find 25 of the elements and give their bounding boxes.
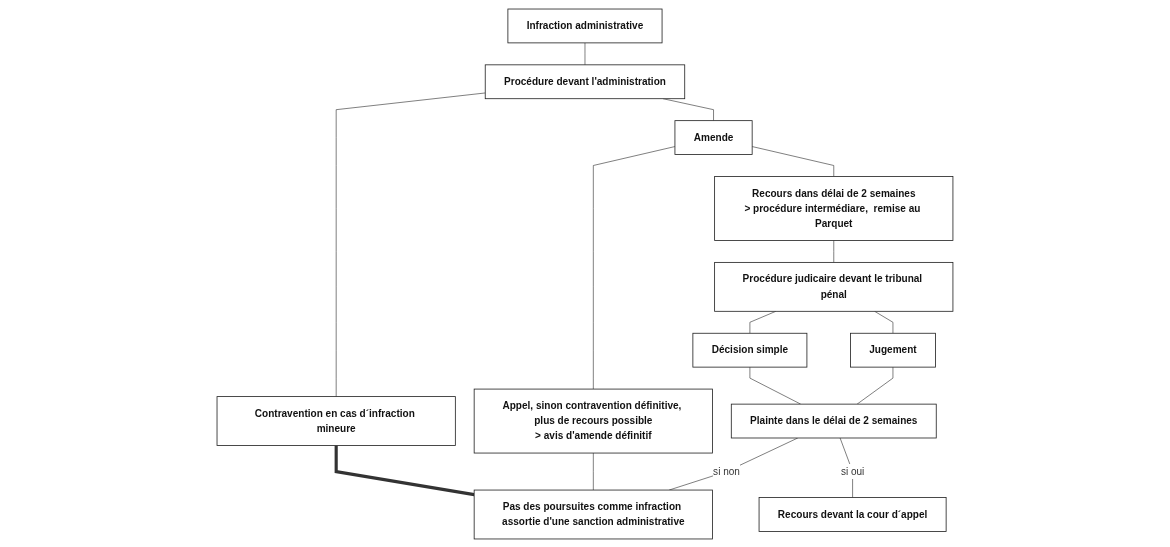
node-box: Procédure judicaire devant le tribunal pénal [714,261,954,312]
connector [584,42,586,65]
connector [334,445,475,496]
connector [839,437,853,498]
connector [856,366,894,404]
connector [593,452,594,490]
connector [593,145,676,389]
node-box: Décision simple [692,332,808,368]
edge-label: si non [713,465,740,477]
node-box: Pas des poursuites comme infraction assortie d'une sanction administrative [473,489,713,539]
node-box: Appel, sinon contravention définitive, plus de recours possible > avis d'amende définitif [473,388,713,453]
connector [749,310,777,334]
node-box: Infraction administrative [507,8,663,43]
node-box: Contravention en cas d´infraction mineure [216,395,456,446]
connector [751,145,835,177]
node-box: Recours devant la cour d´appel [758,496,947,532]
node-box: Procédure devant l'administration [484,63,686,99]
node-box: Amende [674,119,753,155]
edge-label: si oui [840,465,865,477]
node-box: Jugement [850,332,936,368]
node-box: Recours dans délai de 2 semaines > procédure intermédiare, remise au Parquet [714,175,954,241]
connector [874,310,894,334]
node-box: Plainte dans le délai de 2 semaines [730,403,937,438]
connector [833,239,835,263]
connector [335,92,486,397]
